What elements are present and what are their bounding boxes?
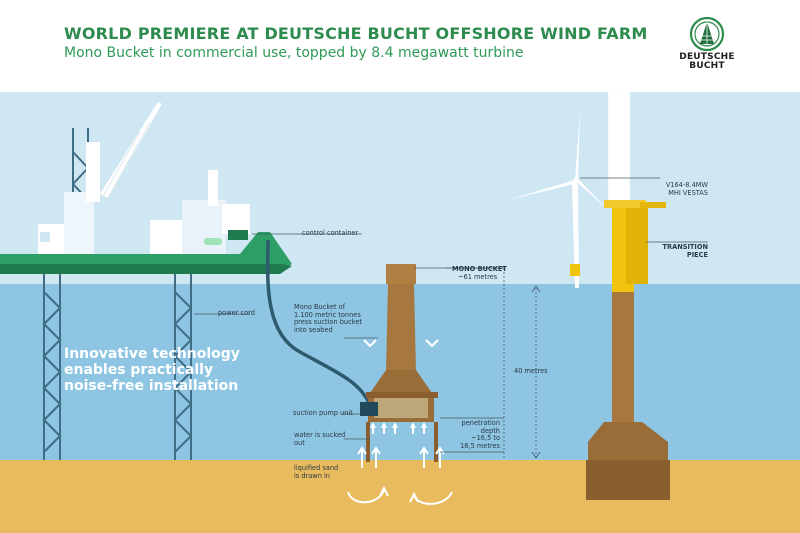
sand-up-arrows xyxy=(347,446,453,505)
vessel-hull xyxy=(0,230,292,274)
label-penetration-depth: penetration depth ~16,5 to 18,5 metres xyxy=(460,419,500,450)
label-mono-bucket-title: MONO BUCKET xyxy=(452,265,507,273)
sky xyxy=(0,92,800,284)
label-depth: 40 metres xyxy=(514,367,548,375)
label-mono-bucket-height: ~61 metres xyxy=(458,273,498,281)
header: WORLD PREMIERE AT DEUTSCHE BUCHT OFFSHOR… xyxy=(0,0,800,92)
installation-diagram xyxy=(0,92,800,533)
vessel-superstructure xyxy=(38,102,250,256)
installed-mono-bucket xyxy=(586,92,670,500)
label-liquified-sand: liquified sand is drawn in xyxy=(294,464,339,480)
seabed xyxy=(0,460,800,533)
label-power-cord: power cord xyxy=(218,309,255,317)
label-control-container: control container xyxy=(302,229,359,237)
logo-text: DEUTSCHE BUCHT xyxy=(679,52,735,71)
label-suction-pump: suction pump unit xyxy=(293,409,353,417)
water-up-arrows xyxy=(370,422,427,434)
page-title: WORLD PREMIERE AT DEUTSCHE BUCHT OFFSHOR… xyxy=(64,24,648,43)
label-turbine-model: V164-8.4MW MHI VESTAS xyxy=(665,181,708,197)
label-water-sucked: water is sucked out xyxy=(294,431,346,447)
leader-lines xyxy=(194,177,708,440)
power-cord xyxy=(265,239,372,406)
label-mono-bucket-description: Mono Bucket of 1.100 metric tonnes press… xyxy=(294,303,362,334)
background-turbine xyxy=(508,110,608,288)
deutsche-bucht-logo-icon xyxy=(689,16,725,52)
label-transition-piece: TRANSITION PIECE xyxy=(662,243,708,259)
press-arrows xyxy=(363,339,439,348)
mono-bucket-installing xyxy=(360,264,438,462)
page-subtitle: Mono Bucket in commercial use, topped by… xyxy=(64,45,524,61)
slogan: Innovative technology enables practicall… xyxy=(64,346,240,394)
